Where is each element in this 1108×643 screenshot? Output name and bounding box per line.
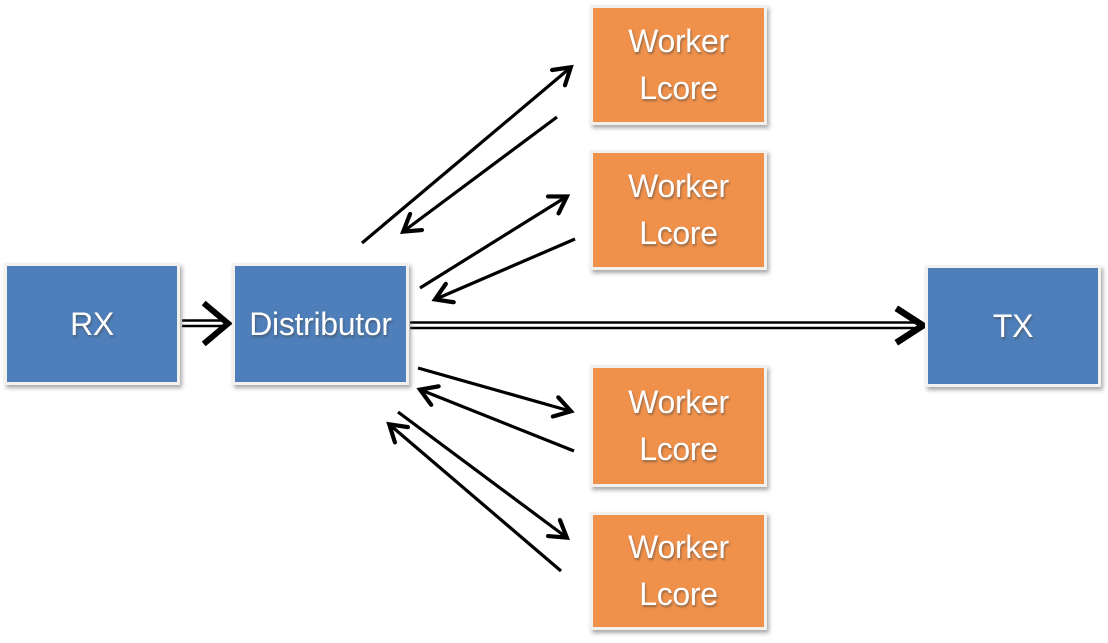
worker-label-line2: Lcore [639, 70, 718, 106]
node-worker-lcore-2: Worker Lcore [590, 150, 767, 270]
node-tx-label: TX [992, 307, 1034, 344]
node-worker-lcore-3: Worker Lcore [590, 365, 767, 487]
arrow-distributor-to-worker-3 [417, 366, 570, 411]
arrow-distributor-to-worker-4 [397, 410, 566, 537]
arrow-worker-3-to-distributor [421, 390, 575, 453]
node-tx: TX [925, 265, 1101, 387]
worker-label-line2: Lcore [639, 576, 718, 612]
node-rx-label: RX [70, 305, 114, 342]
arrow-worker-4-to-distributor [390, 425, 563, 573]
node-distributor: Distributor [232, 263, 409, 385]
arrow-distributor-to-tx [410, 305, 929, 346]
arrow-rx-to-distributor [182, 300, 233, 347]
worker-label-line2: Lcore [639, 431, 718, 467]
node-worker-lcore-1: Worker Lcore [590, 5, 767, 125]
node-worker-lcore-4: Worker Lcore [590, 512, 767, 630]
arrow-distributor-to-worker-1 [360, 68, 570, 245]
arrow-distributor-to-worker-2 [419, 197, 566, 290]
worker-label-line1: Worker [628, 384, 729, 420]
arrow-worker-2-to-distributor [436, 237, 576, 299]
worker-label-line1: Worker [628, 168, 729, 204]
worker-label-line1: Worker [628, 23, 729, 59]
node-rx: RX [4, 263, 180, 385]
worker-label-line1: Worker [628, 529, 729, 565]
worker-label-line2: Lcore [639, 215, 718, 251]
arrow-worker-1-to-distributor [404, 115, 558, 231]
node-distributor-label: Distributor [249, 305, 392, 342]
